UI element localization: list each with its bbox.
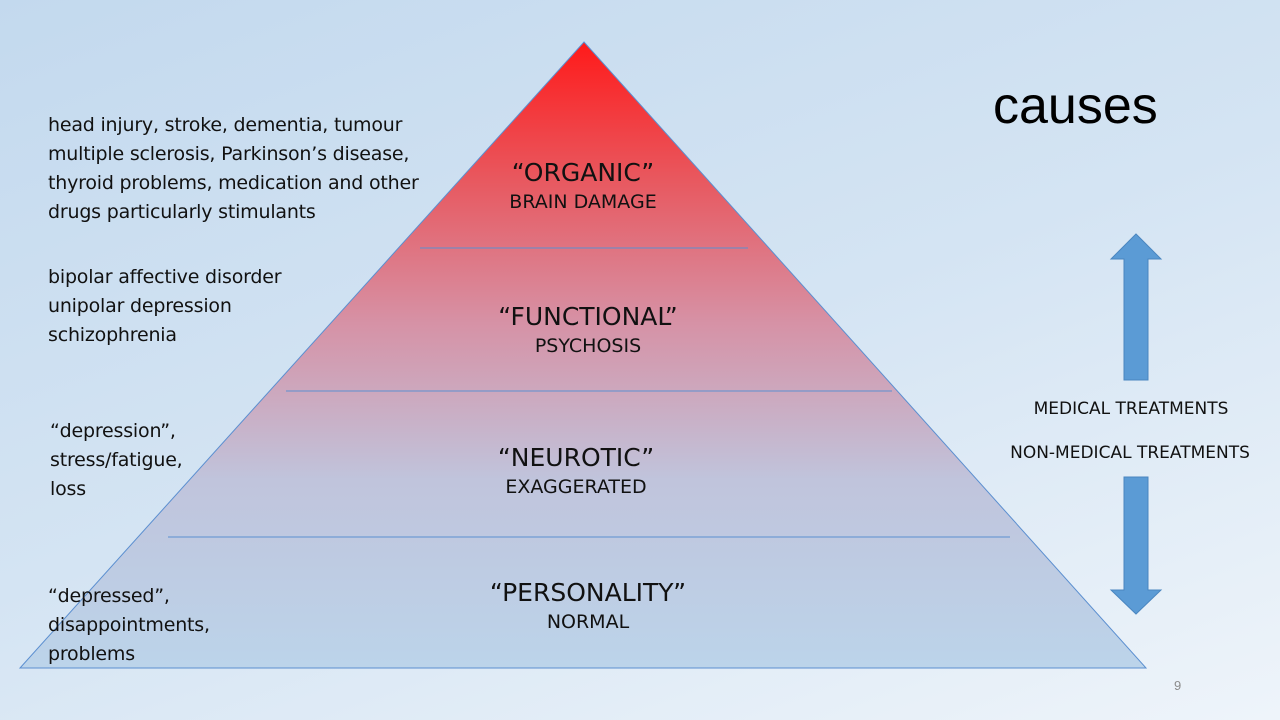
arrow-down-icon	[1109, 476, 1163, 615]
non-medical-treatments-label: NON-MEDICAL TREATMENTS	[1010, 443, 1250, 463]
level-personality: “PERSONALITY” NORMAL	[438, 578, 738, 633]
level-subtitle: EXAGGERATED	[505, 476, 647, 498]
level-title: “ORGANIC”	[511, 158, 655, 187]
level-subtitle: NORMAL	[546, 611, 630, 633]
level-organic: “ORGANIC” BRAIN DAMAGE	[433, 158, 733, 213]
arrow-up-icon	[1109, 233, 1163, 381]
level-subtitle: BRAIN DAMAGE	[509, 191, 657, 213]
level-title: “FUNCTIONAL”	[498, 302, 678, 331]
page-number: 9	[1174, 678, 1182, 693]
medical-treatments-label: MEDICAL TREATMENTS	[1033, 399, 1229, 419]
causes-functional-text: bipolar affective disorder unipolar depr…	[48, 266, 282, 346]
pyramid-shape	[18, 41, 1148, 669]
level-title: “NEUROTIC”	[497, 443, 655, 472]
causes-neurotic-text: “depression”, stress/fatigue, loss	[50, 420, 183, 500]
slide-title: causes	[993, 77, 1158, 135]
level-neurotic: “NEUROTIC” EXAGGERATED	[426, 443, 726, 498]
level-title: “PERSONALITY”	[489, 578, 687, 607]
causes-personality-text: “depressed”, disappointments, problems	[48, 585, 210, 665]
level-subtitle: PSYCHOSIS	[534, 335, 642, 357]
level-functional: “FUNCTIONAL” PSYCHOSIS	[438, 302, 738, 357]
causes-organic-text: head injury, stroke, dementia, tumour mu…	[48, 114, 419, 223]
